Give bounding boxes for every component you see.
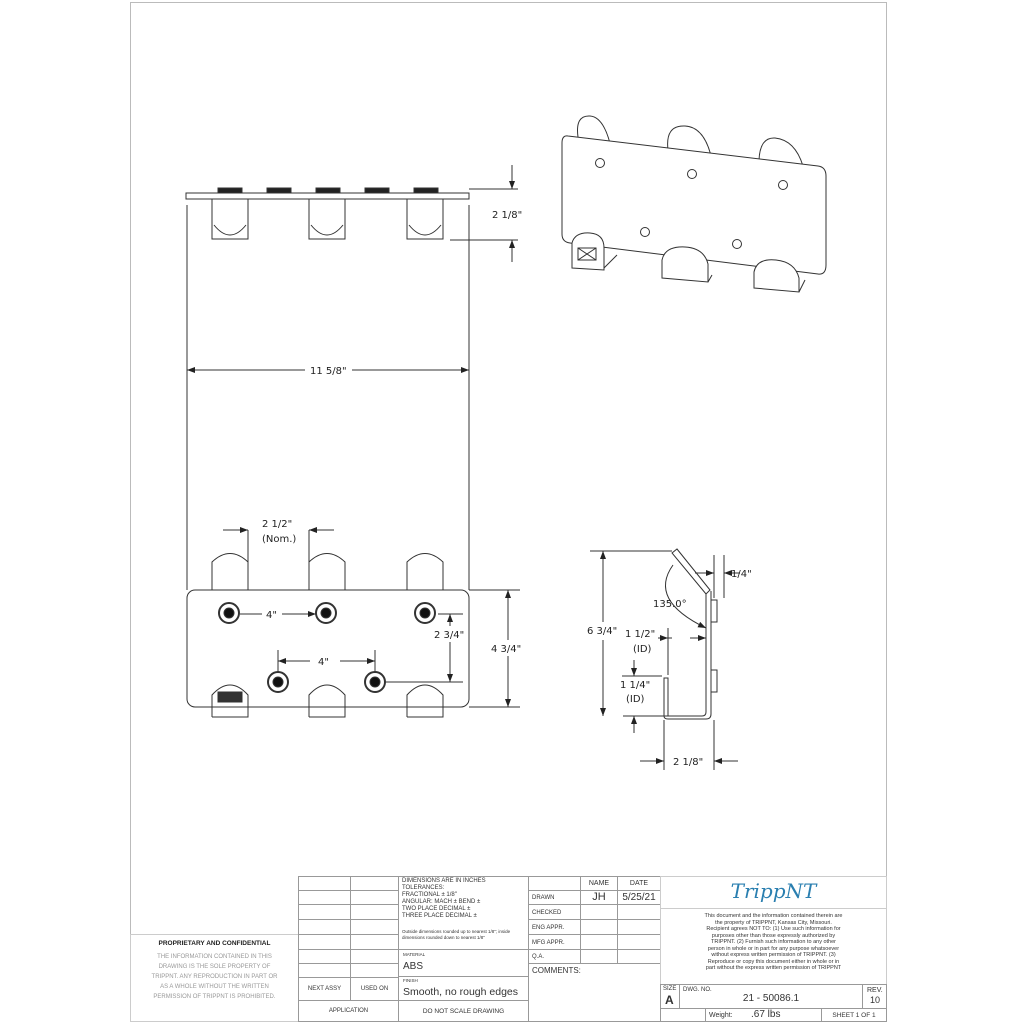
trippnt-logo: TrippNT [730,879,817,903]
front-view: 2 1/2" (Nom.) 4" 4" 2 3/4" 4 3/4" [186,519,521,718]
legal-text: This document and the information contai… [704,913,843,971]
side-view: 1/4" 135.0° 6 3/4" 1 1/2" (ID) 1 1/4" (I… [587,548,752,770]
thickness-dim: 1/4" [731,569,752,580]
proprietary-title: PROPRIETARY AND CONFIDENTIAL [158,940,271,947]
size-value: A [665,993,674,1007]
tolerance-header: DIMENSIONS ARE IN INCHES [402,878,486,884]
do-not-scale-label: DO NOT SCALE DRAWING [422,1008,505,1015]
tolerance-two-place: TWO PLACE DECIMAL ± [402,906,471,912]
hook-spacing-note: (Nom.) [262,534,296,545]
tolerances-block: DIMENSIONS ARE IN INCHES TOLERANCES: FRA… [398,876,529,950]
depth-dim: 2 1/8" [673,757,703,768]
eng-appr-label: ENG APPR. [532,925,565,931]
drawn-date: 5/25/21 [622,892,656,903]
mfg-appr-label: MFG APPR. [532,940,565,946]
finish-label: FINISH [403,978,418,983]
dwg-no-label: DWG. NO. [683,987,712,993]
name-header: NAME [588,880,610,887]
top-height-dim: 2 1/8" [492,210,522,221]
rounding-note: Outside dimensions rounded up to nearest… [402,929,511,940]
weight-cell: Weight: .67 lbs [705,1008,822,1022]
next-assy-label: NEXT ASSY [307,986,342,992]
size-cell: SIZE A [660,984,680,1009]
sheet-number: SHEET 1 OF 1 [832,1012,876,1019]
upper-id-note: (ID) [633,644,652,655]
finish-value: Smooth, no rough edges [403,986,518,998]
proprietary-text: THE INFORMATION CONTAINED IN THIS DRAWIN… [151,954,278,1000]
bottom-holes-spacing-dim: 4" [318,657,329,668]
rev-value: 10 [870,995,881,1005]
overall-height-dim: 6 3/4" [587,626,617,637]
legal-block: This document and the information contai… [660,908,887,985]
material-value: ABS [403,961,424,972]
dwg-no-cell: DWG. NO. 21 - 50086.1 [679,984,863,1009]
finish-block: FINISH Smooth, no rough edges [398,976,529,1001]
size-label: SIZE [663,986,677,992]
comments-label: COMMENTS: [532,966,581,975]
bend-angle-dim: 135.0° [653,599,687,610]
weight-value: .67 lbs [751,1009,781,1020]
upper-id-dim: 1 1/2" [625,629,655,640]
used-on-label: USED ON [360,986,389,992]
checked-label: CHECKED [532,910,562,916]
tolerance-fractional: FRACTIONAL ± 1/8" [402,892,457,898]
application-label: APPLICATION [328,1008,369,1014]
rev-cell: REV. 10 [862,984,887,1009]
overall-width-dim: 11 5/8" [310,366,347,377]
weight-label: Weight: [709,1012,733,1019]
tolerance-three-place: THREE PLACE DECIMAL ± [402,913,477,919]
hole-vertical-dim: 2 3/4" [434,630,464,641]
material-block: MATERIAL ABS [398,949,529,977]
rev-label: REV. [867,987,883,994]
top-holes-spacing-dim: 4" [266,610,277,621]
material-label: MATERIAL [403,952,426,957]
isometric-view [561,115,827,293]
do-not-scale-block: DO NOT SCALE DRAWING [398,1000,529,1022]
hook-spacing-dim: 2 1/2" [262,519,292,530]
top-view: 2 1/8" 11 5/8" [185,165,522,590]
lower-id-note: (ID) [626,694,645,705]
logo-block: TrippNT [660,876,887,909]
drawn-name: JH [592,891,606,903]
date-header: DATE [629,880,649,887]
top-view-hooks [211,198,444,240]
tolerance-angular: ANGULAR: MACH ± BEND ± [402,899,481,905]
sheet-cell: SHEET 1 OF 1 [821,1008,887,1022]
proprietary-block: PROPRIETARY AND CONFIDENTIAL THE INFORMA… [130,934,299,1022]
qa-label: Q.A. [532,954,545,960]
top-view-fasteners [217,187,439,194]
lower-id-dim: 1 1/4" [620,680,650,691]
drawn-label: DRAWN [532,895,555,901]
tolerance-label: TOLERANCES: [402,885,445,891]
dwg-no-value: 21 - 50086.1 [742,993,800,1004]
front-height-dim: 4 3/4" [491,644,521,655]
